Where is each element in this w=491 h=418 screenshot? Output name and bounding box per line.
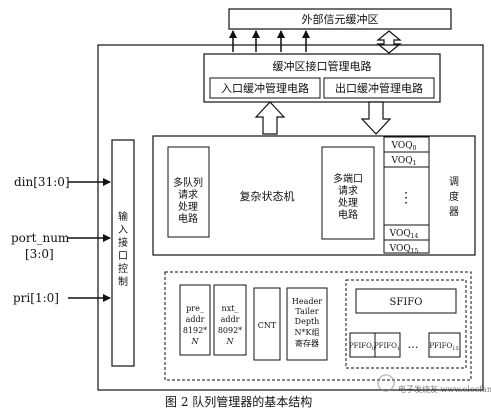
input-control-char-5: 制 — [118, 275, 128, 288]
voq-0: VOQ0 — [391, 141, 417, 152]
multi-port-line-0: 多端口 — [333, 172, 363, 185]
input-control-box — [111, 139, 135, 367]
pfifo-0-box — [349, 332, 376, 358]
ingress-buffer-label: 入口缓冲管理电路 — [221, 81, 309, 95]
egress-buffer-box — [323, 77, 435, 99]
sfifo-label: SFIFO — [390, 297, 423, 308]
input-control-char-4: 控 — [118, 262, 128, 275]
complex-fsm-label: 复杂状态机 — [240, 189, 295, 203]
figure-caption: 图 2 队列管理器的基本结构 — [165, 394, 312, 409]
pre-addr-line-3: N — [191, 337, 200, 346]
next-addr-line-0: nxt_ — [222, 304, 239, 313]
watermark-text: 电子发烧友 www.elecfans.com — [398, 384, 491, 394]
input-control-char-3: 口 — [118, 251, 128, 262]
header-register-box — [286, 287, 328, 361]
pfifo-0-label: PFIFO0 — [349, 342, 375, 352]
next-addr-box — [213, 284, 247, 356]
header-line-4: 寄存器 — [295, 338, 319, 348]
main-outer-box — [97, 44, 484, 391]
cnt-box — [253, 287, 281, 361]
multi-queue-line-0: 多队列 — [173, 176, 203, 189]
voq-15: VOQ15 — [389, 244, 419, 255]
signal-pri: pri[1:0] — [13, 291, 59, 305]
header-line-3: N*K组 — [295, 327, 320, 337]
pre-addr-box — [179, 284, 211, 356]
pfifo-1-label: PFIFO1 — [374, 342, 400, 352]
fifo-group-box — [345, 279, 467, 369]
input-control-char-0: 输 — [118, 210, 128, 223]
multi-port-line-2: 处理 — [338, 197, 358, 209]
scheduler-char-0: 调 — [449, 176, 459, 188]
bidirectional-arrow — [376, 30, 402, 54]
voq-1: VOQ1 — [391, 156, 417, 167]
pfifo-1-box — [374, 332, 401, 358]
input-control-char-2: 接 — [118, 236, 128, 249]
watermark-logo: 电子发烧友 www.elecfans.com — [377, 374, 491, 394]
hollow-up-arrow — [254, 101, 286, 135]
signal-port-num-extra: [3:0] — [25, 247, 54, 261]
signal-port-num: port_num — [11, 231, 70, 245]
external-buffer-box — [228, 8, 452, 30]
pre-addr-line-0: pre_ — [186, 304, 204, 313]
external-arrows — [229, 30, 310, 52]
next-addr-line-1: addr — [221, 315, 240, 324]
pfifo-dots: … — [408, 338, 419, 351]
external-buffer-label: 外部信元缓冲区 — [302, 12, 379, 26]
egress-buffer-label: 出口缓冲管理电路 — [335, 81, 423, 95]
multi-port-line-1: 请求 — [338, 184, 358, 197]
header-line-1: Tailer — [295, 307, 318, 316]
sfifo-box — [355, 288, 457, 314]
multi-port-box — [321, 146, 375, 240]
scheduler-char-2: 器 — [449, 206, 459, 218]
multi-queue-box — [167, 146, 210, 238]
storage-group-box — [164, 271, 472, 381]
ingress-buffer-box — [209, 77, 321, 99]
pfifo-15-box — [428, 332, 461, 358]
scheduler-char-1: 度 — [449, 190, 459, 203]
voq-14: VOQ14 — [389, 229, 419, 240]
header-line-0: Header — [292, 297, 322, 306]
header-line-2: Depth — [295, 317, 320, 326]
voq-column — [383, 136, 430, 254]
voq-ellipsis: ⋮ — [399, 190, 413, 206]
hollow-down-arrow — [360, 101, 392, 135]
buffer-interface-label: 缓冲区接口管理电路 — [273, 59, 372, 73]
multi-queue-line-2: 处理 — [178, 201, 198, 213]
pre-addr-line-1: addr — [186, 315, 205, 324]
next-addr-line-2: 8092* — [218, 326, 242, 335]
pfifo-15-label: PFIFO15 — [429, 342, 458, 352]
multi-queue-line-3: 电路 — [178, 212, 198, 225]
next-addr-line-3: N — [226, 337, 235, 346]
pre-addr-line-2: 8192* — [183, 326, 207, 335]
multi-port-line-3: 电路 — [338, 208, 358, 221]
signal-din: din[31:0] — [14, 175, 70, 189]
cnt-label: CNT — [258, 321, 277, 330]
multi-queue-line-1: 请求 — [178, 188, 198, 201]
input-control-char-1: 入 — [118, 225, 128, 236]
